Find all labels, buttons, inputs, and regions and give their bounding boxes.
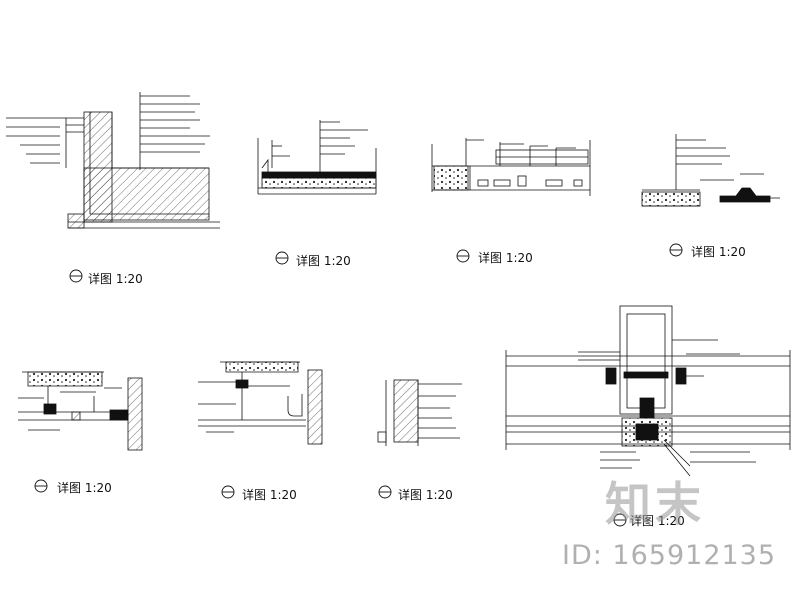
- detail-7-title: 详图 1:20: [398, 488, 453, 502]
- detail-4-title: 详图 1:20: [691, 245, 746, 259]
- detail-8-caption-symbol: [613, 513, 627, 527]
- detail-5-title: 详图 1:20: [57, 481, 112, 495]
- detail-4-caption-symbol: [669, 243, 683, 257]
- detail-4-drawing: [641, 134, 780, 207]
- detail-8-drawing: [505, 305, 791, 477]
- detail-1-caption-symbol: [69, 269, 83, 283]
- detail-2-drawing: [257, 120, 377, 195]
- detail-8-title: 详图 1:20: [630, 514, 685, 528]
- detail-1-drawing: [6, 92, 220, 229]
- detail-2-title: 详图 1:20: [296, 254, 351, 268]
- detail-6-title: 详图 1:20: [242, 488, 297, 502]
- detail-7-caption-symbol: [378, 485, 392, 499]
- detail-5-drawing: [18, 371, 143, 451]
- watermark-id: ID: 165912135: [562, 540, 777, 571]
- detail-3-drawing: [431, 138, 591, 196]
- detail-3-caption-symbol: [456, 249, 470, 263]
- detail-2-caption-symbol: [275, 251, 289, 265]
- watermark-logo: 知末: [605, 477, 705, 531]
- detail-7-drawing: [377, 379, 462, 446]
- detail-6-caption-symbol: [221, 485, 235, 499]
- detail-1-title: 详图 1:20: [88, 272, 143, 286]
- detail-6-drawing: [198, 361, 323, 445]
- detail-3-title: 详图 1:20: [478, 251, 533, 265]
- detail-5-caption-symbol: [34, 479, 48, 493]
